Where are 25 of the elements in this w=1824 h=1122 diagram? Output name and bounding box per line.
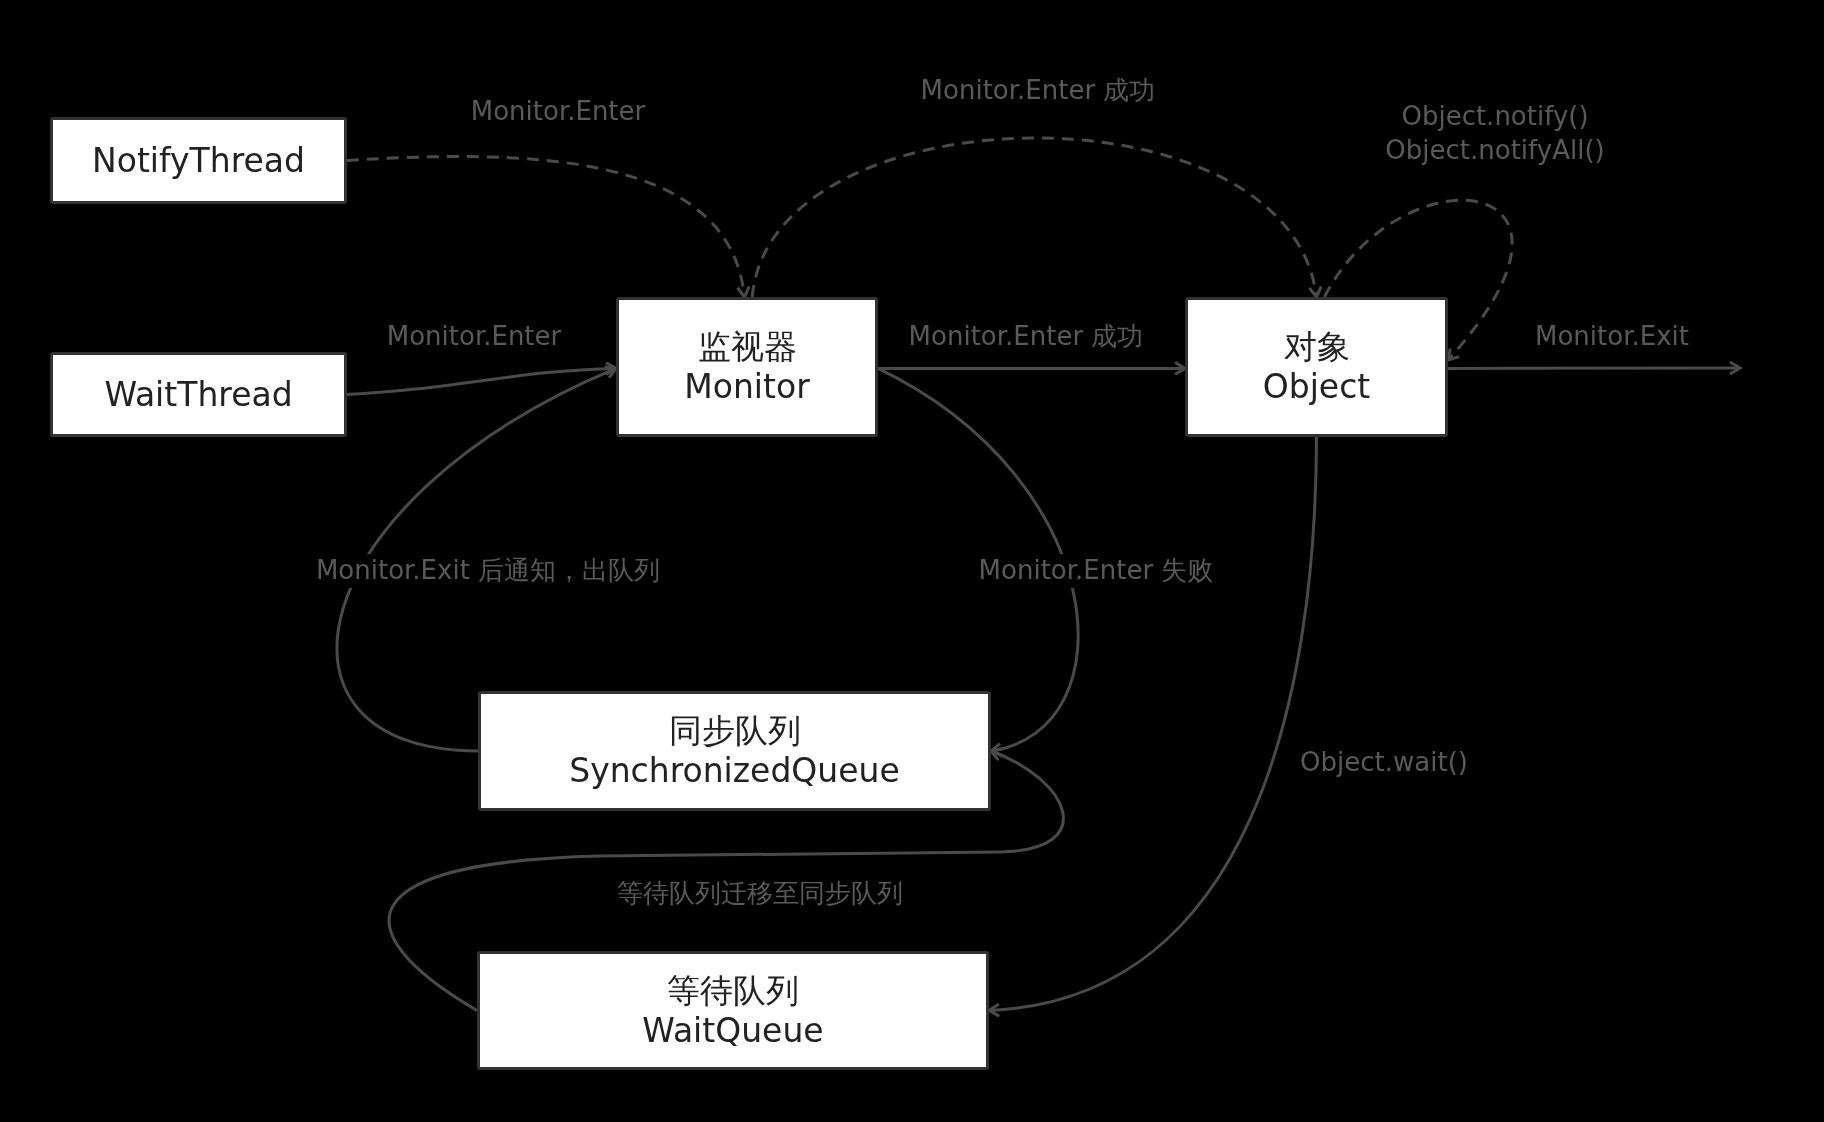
process-box xyxy=(477,951,989,1070)
arrow xyxy=(878,360,1187,376)
arrow xyxy=(387,747,1065,1012)
box-text: SynchronizedQueue xyxy=(569,751,900,791)
arrow xyxy=(1448,360,1742,376)
arrow xyxy=(1323,199,1514,362)
box-text: 对象 xyxy=(1283,327,1350,367)
process-box xyxy=(1185,297,1448,437)
box-text: 监视器 xyxy=(697,327,797,367)
box-text: 同步队列 xyxy=(668,711,801,751)
box-text: 等待队列 xyxy=(667,970,799,1011)
box-text: Object xyxy=(1262,367,1371,407)
process-box xyxy=(478,691,991,811)
arrow xyxy=(750,136,1321,299)
box-text: Monitor xyxy=(684,367,810,407)
box-text: WaitThread xyxy=(104,374,293,415)
arrow xyxy=(346,155,750,299)
process-box xyxy=(616,297,878,437)
arrow xyxy=(335,365,618,753)
process-box xyxy=(50,352,347,437)
arrow xyxy=(346,361,618,396)
box-text: WaitQueue xyxy=(642,1010,824,1051)
process-box xyxy=(50,117,347,204)
arrow xyxy=(987,436,1318,1017)
box-text: NotifyThread xyxy=(92,140,305,181)
